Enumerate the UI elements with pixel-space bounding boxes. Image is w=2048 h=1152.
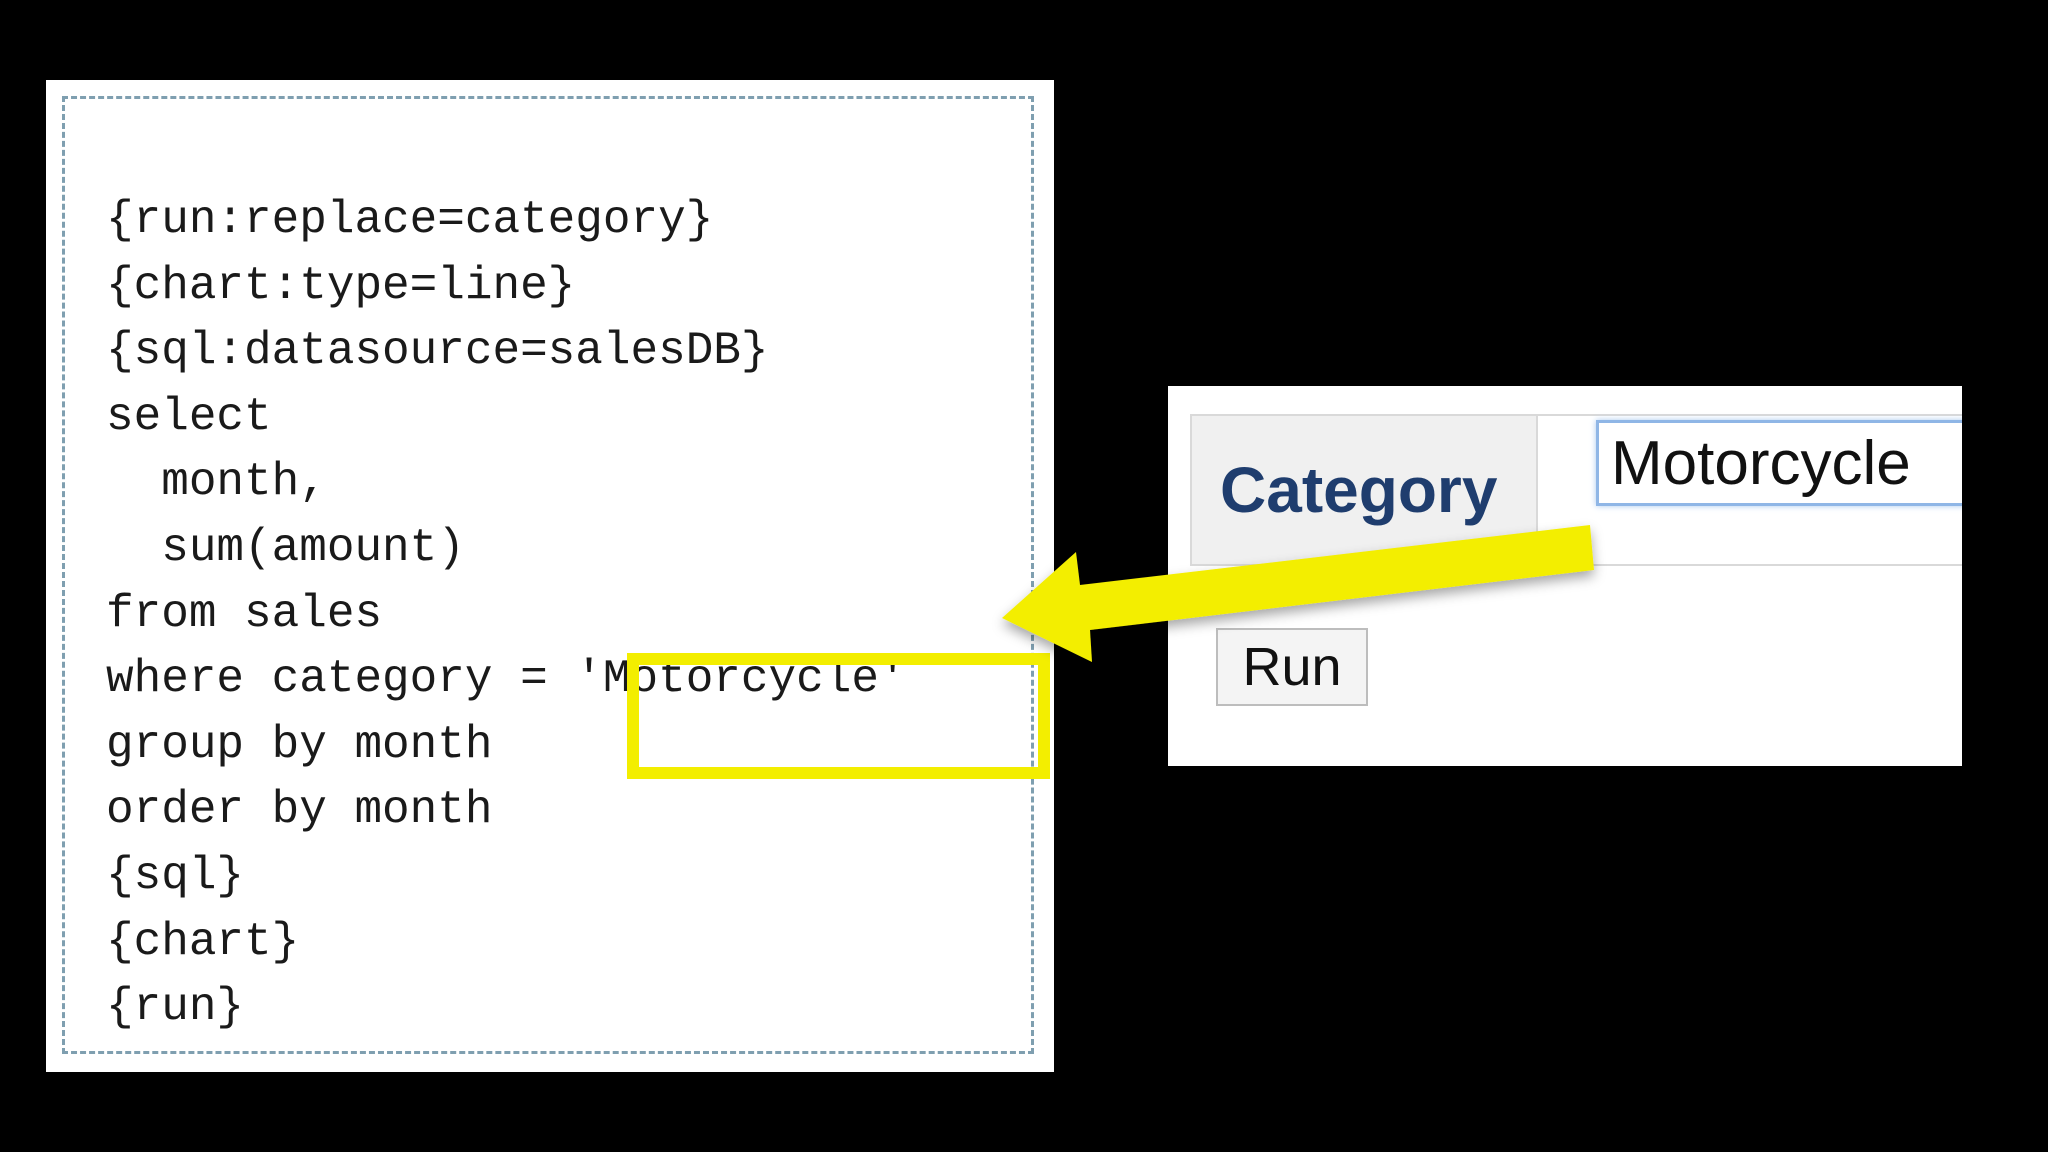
code-line: {chart:type=line} — [106, 259, 576, 312]
code-line: select — [106, 390, 272, 443]
code-line: {sql} — [106, 849, 245, 902]
parameter-label: Category — [1220, 454, 1498, 526]
code-line: sum(amount) — [106, 521, 465, 574]
code-line: {run:replace=category} — [106, 194, 714, 246]
code-line-where: where category = 'Motorcycle' — [106, 647, 907, 713]
where-clause-text: where category = — [106, 653, 576, 706]
code-line: from sales — [106, 587, 383, 640]
code-panel: {run:replace=category} {chart:type=line}… — [46, 80, 1054, 1072]
code-line: {chart} — [106, 915, 300, 968]
code-line: month, — [106, 456, 327, 509]
code-line: group by month — [106, 718, 493, 771]
category-input[interactable] — [1596, 420, 1962, 506]
run-macro-panel: Category Run — [1168, 386, 1962, 766]
code-block: {run:replace=category} {chart:type=line}… — [106, 194, 907, 1041]
highlighted-value: 'Motorcycle' — [575, 653, 907, 706]
parameter-label-cell: Category — [1192, 416, 1538, 564]
code-line: {run} — [106, 981, 245, 1034]
code-line: {sql:datasource=salesDB} — [106, 325, 769, 378]
run-button[interactable]: Run — [1216, 628, 1368, 706]
code-line: order by month — [106, 784, 493, 837]
